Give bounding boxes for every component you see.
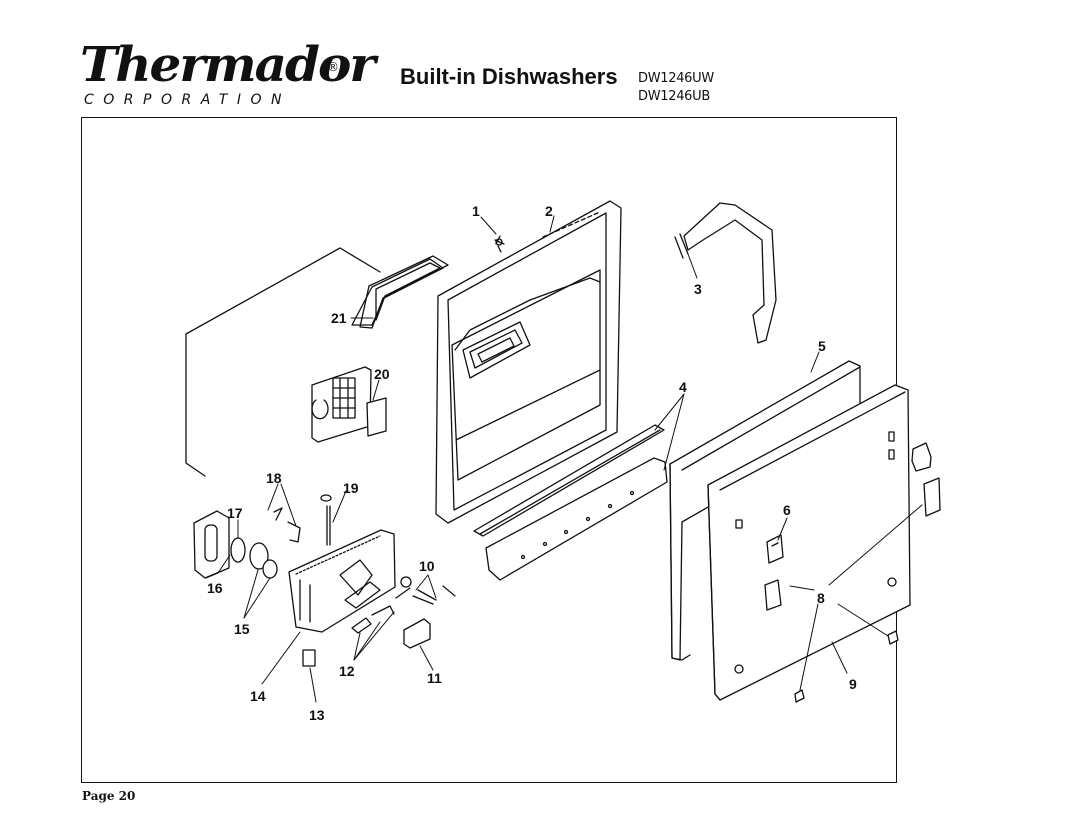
callout-3: 3: [694, 281, 702, 297]
part-14-control-module: [288, 529, 396, 633]
document-title: Built-in Dishwashers: [400, 64, 618, 89]
callout-16: 16: [207, 580, 223, 596]
callout-4: 4: [679, 379, 687, 395]
model-number: DW1246UB: [638, 89, 710, 104]
model-number: DW1246UW: [638, 71, 714, 86]
callout-10: 10: [419, 558, 435, 574]
part-18-clip: [273, 507, 301, 543]
callout-5: 5: [818, 338, 826, 354]
part-20-vent-assembly: [311, 366, 387, 443]
callout-14: 14: [250, 688, 266, 704]
part-12-levers: [351, 587, 411, 634]
callout-2: 2: [545, 203, 553, 219]
registered-mark: ®: [327, 60, 339, 74]
page-number: Page 20: [82, 789, 136, 803]
part-6-catch: [766, 534, 784, 564]
callout-18: 18: [266, 470, 282, 486]
part-15-seals: [249, 542, 278, 579]
callout-21: 21: [331, 310, 347, 326]
callout-6: 6: [783, 502, 791, 518]
callout-17: 17: [227, 505, 243, 521]
callout-11: 11: [427, 670, 442, 686]
part-3-hinge-arm: [674, 202, 777, 344]
callout-20: 20: [374, 366, 390, 382]
callout-8: 8: [817, 590, 825, 606]
part-1-screw: [494, 235, 505, 253]
brand-subtitle: CORPORATION: [84, 92, 291, 108]
part-11-switch: [403, 618, 431, 649]
callout-15: 15: [234, 621, 250, 637]
part-13-plate: [302, 649, 316, 667]
brand-logo: Thermador: [80, 36, 376, 93]
part-10-springs: [400, 576, 456, 605]
part-4-trim-strip: [473, 424, 668, 581]
callout-12: 12: [339, 663, 355, 679]
callout-13: 13: [309, 707, 325, 723]
callout-9: 9: [849, 676, 857, 692]
part-19-pin: [320, 494, 332, 546]
part-8-brackets: [764, 442, 941, 703]
part-17-ring: [230, 537, 246, 563]
leader-bracket: [185, 247, 381, 477]
callout-labels: 1 2 3 4 5 6 8 9 10 11 12 13 14 15 16 17 …: [207, 203, 857, 723]
part-2-inner-door: [435, 200, 622, 524]
part-16-knob-housing: [193, 510, 230, 579]
part-21-vent-gasket: [351, 255, 449, 329]
leader-lines: [205, 215, 923, 703]
callout-1: 1: [472, 203, 480, 219]
callout-19: 19: [343, 480, 359, 496]
part-9-decor-panel: [707, 384, 911, 701]
